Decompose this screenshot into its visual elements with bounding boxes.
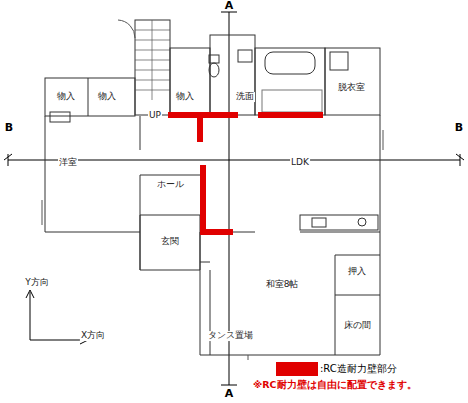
room-label: 洋室 — [58, 158, 78, 168]
room-label: ホール — [156, 180, 185, 190]
room-label: X方向 — [80, 331, 106, 341]
room-label: Y方向 — [24, 278, 50, 288]
legend-row: :RC造耐力壁部分 — [276, 362, 397, 376]
section-mark: A — [224, 388, 235, 400]
room-label: 玄関 — [160, 237, 180, 247]
room-label: 床の間 — [343, 321, 372, 331]
section-mark: A — [224, 0, 235, 12]
room-label: 洗面 — [235, 92, 255, 102]
legend-swatch — [276, 362, 318, 376]
room-label: 物入 — [175, 92, 195, 102]
room-label: 押入 — [347, 267, 367, 277]
room-label: 和室8帖 — [265, 280, 300, 290]
room-label: LDK — [290, 158, 310, 168]
room-label: UP — [148, 111, 162, 121]
room-label: 脱衣室 — [337, 83, 366, 93]
room-label: タンス置場 — [207, 331, 254, 341]
legend-text: :RC造耐力壁部分 — [320, 362, 397, 376]
room-label: 物入 — [97, 92, 117, 102]
room-label: 物入 — [56, 92, 76, 102]
section-mark: B — [4, 122, 14, 134]
note-text: ※RC耐力壁は自由に配置できます。 — [252, 380, 418, 390]
section-mark: B — [454, 122, 464, 134]
rc-wall — [168, 112, 323, 235]
